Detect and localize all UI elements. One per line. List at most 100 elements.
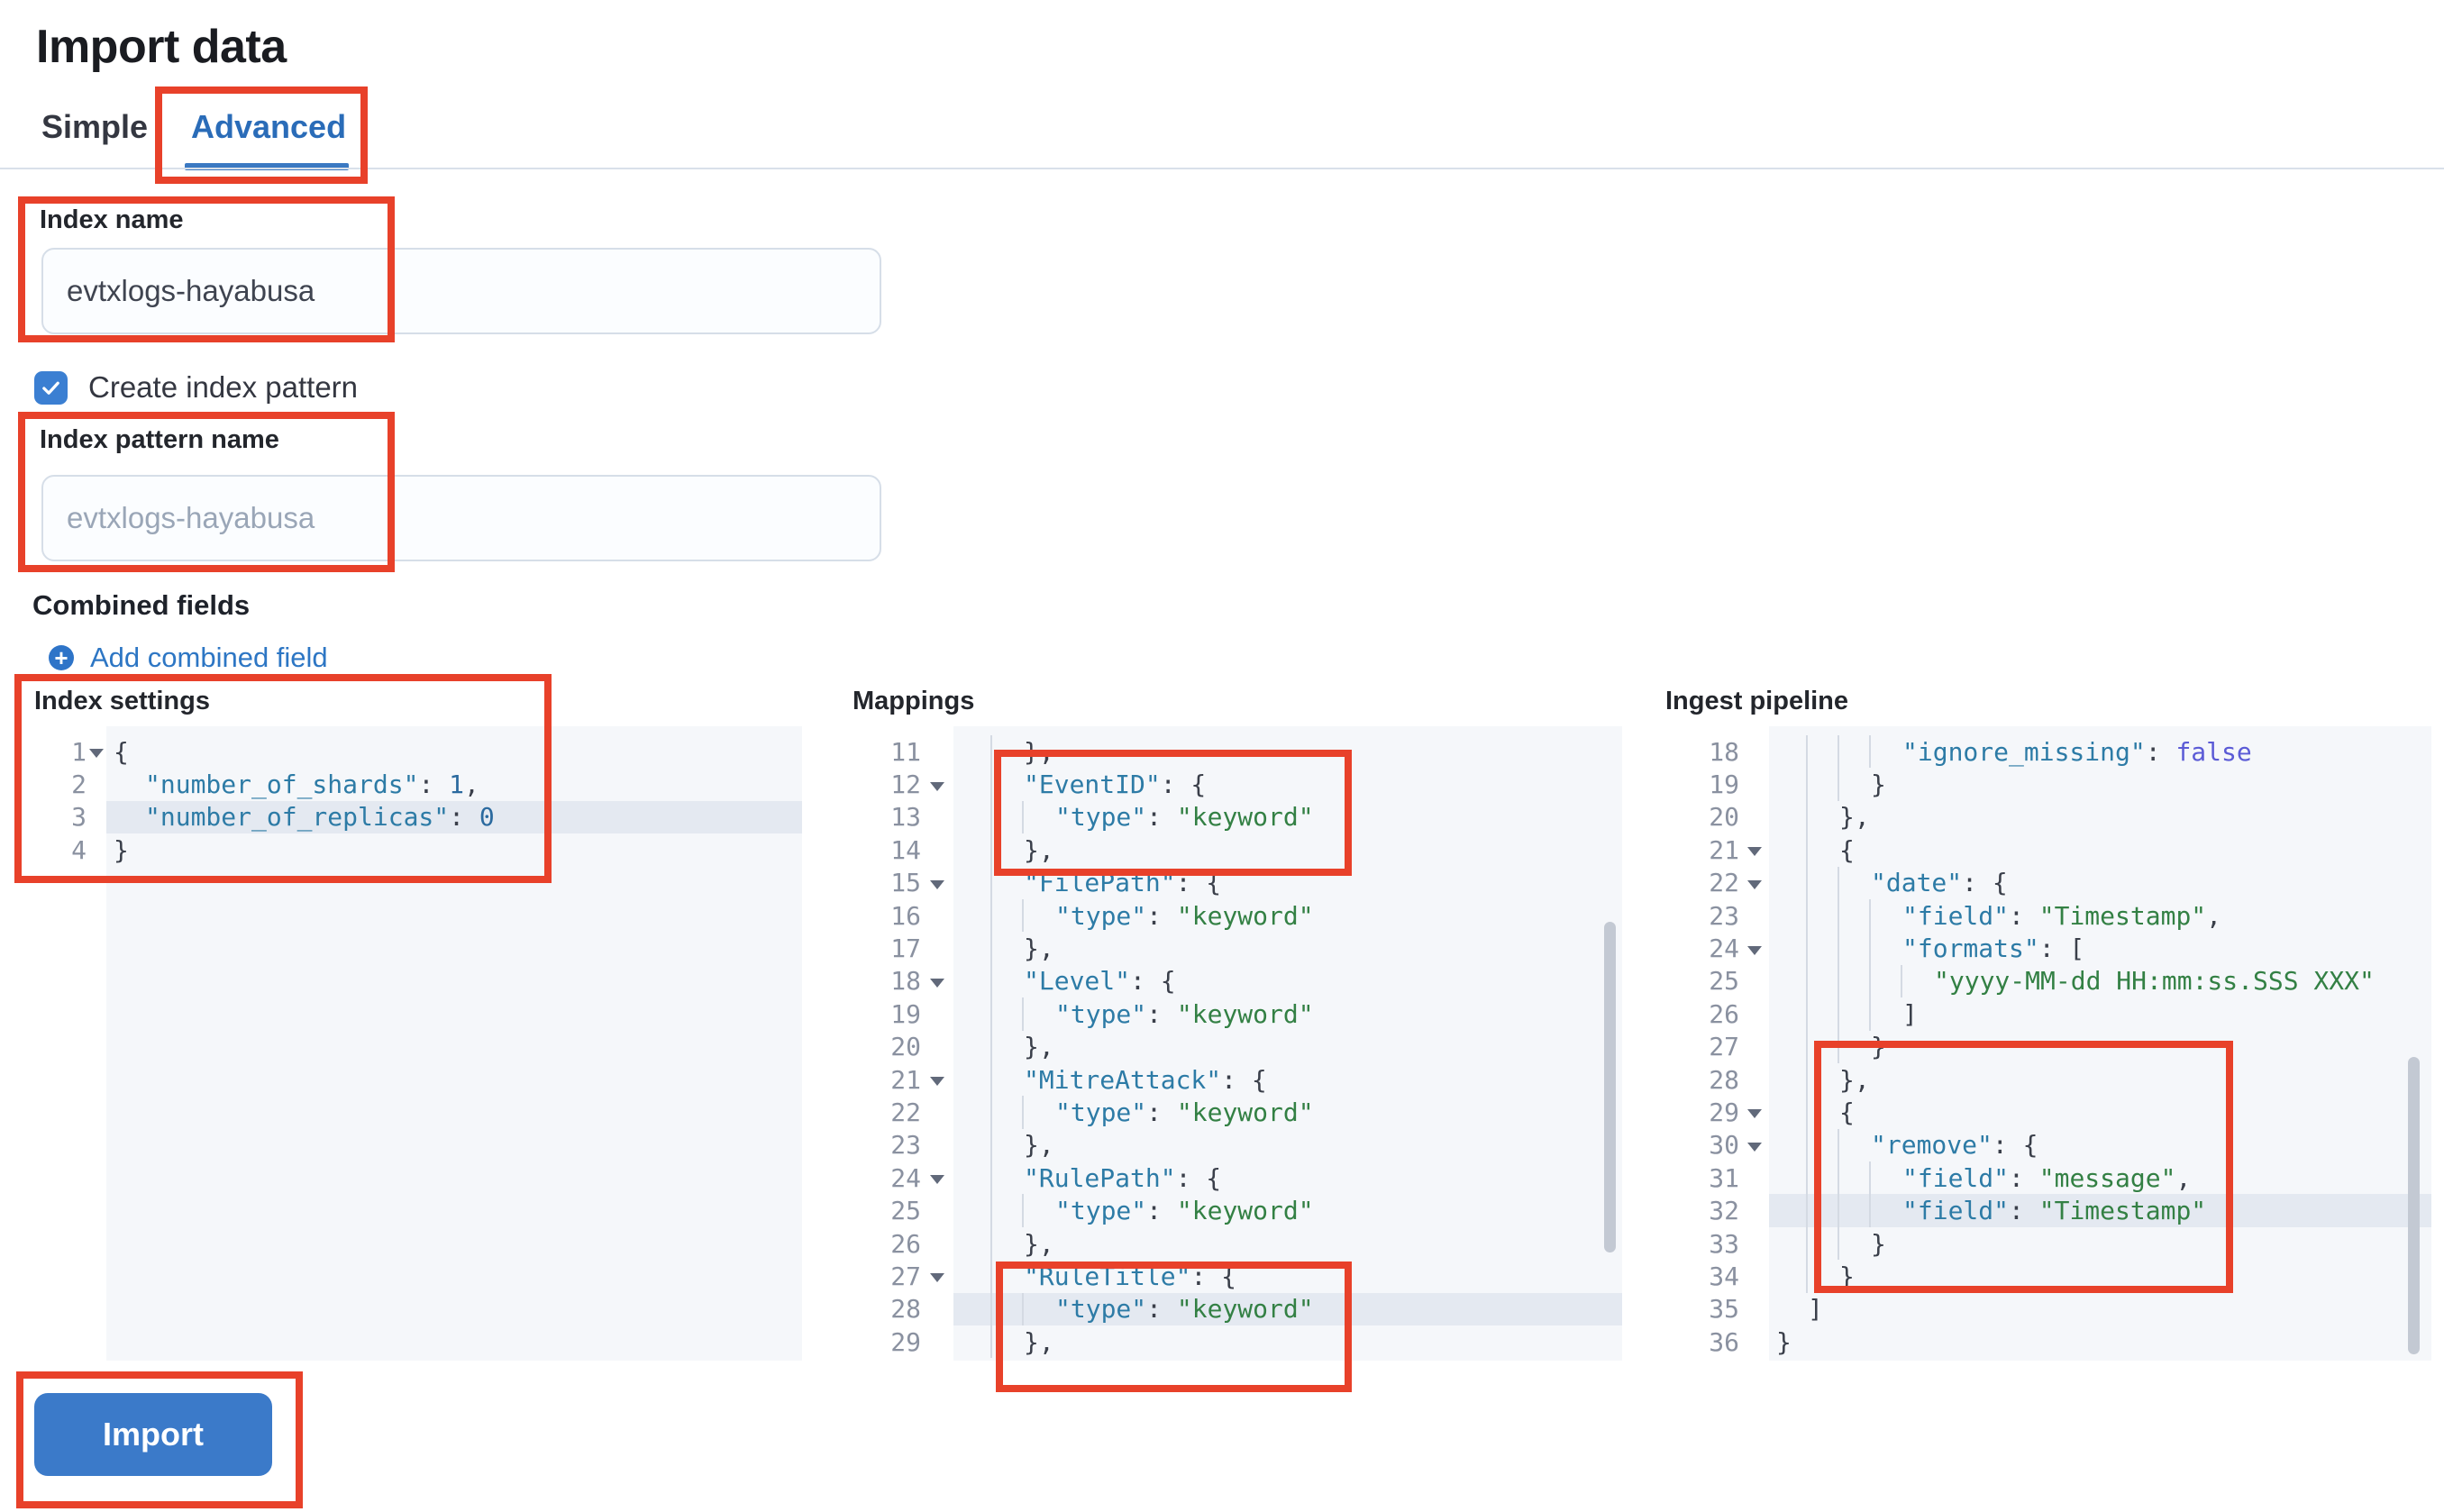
code-line-22[interactable]: 22"type": "keyword" [853,1096,1622,1129]
code-line-17[interactable]: 17}, [853,932,1622,965]
ingest-pipeline-label: Ingest pipeline [1665,687,1849,715]
add-combined-field-link[interactable]: + Add combined field [49,642,328,674]
code-line-2[interactable]: 2"number_of_shards": 1, [36,768,802,801]
fold-toggle-icon[interactable] [1739,943,1769,955]
code-line-26[interactable]: 26}, [853,1226,1622,1261]
index-pattern-name-label: Index pattern name [40,425,279,454]
code-line-29[interactable]: 29{ [1667,1096,2431,1129]
line-number: 11 [890,736,921,767]
code-line-14[interactable]: 14}, [853,833,1622,867]
fold-toggle-icon[interactable] [1739,1139,1769,1152]
tab-advanced[interactable]: Advanced [191,108,347,145]
code-line-20[interactable]: 20}, [1667,800,2431,834]
code-line-28[interactable]: 28}, [1667,1062,2431,1097]
fold-toggle-icon[interactable] [921,877,953,889]
code-text: "type": "keyword" [953,1194,1314,1227]
json-token: "keyword" [1176,802,1314,833]
json-token: : [ [2038,934,2085,964]
mappings-editor[interactable]: 11},12"EventID": {13"type": "keyword"14}… [853,726,1622,1361]
fold-toggle-icon[interactable] [921,975,953,988]
code-line-16[interactable]: 16"type": "keyword" [853,898,1622,933]
indent-guides [961,1128,1020,1162]
code-text: } [1769,768,1886,801]
fold-toggle-icon[interactable] [921,1270,953,1283]
code-line-35[interactable]: 35] [1667,1292,2431,1326]
code-line-27[interactable]: 27"RuleTitle": { [853,1260,1622,1293]
code-line-25[interactable]: 25 "type": "keyword" [853,1194,1622,1227]
code-line-4[interactable]: 4} [36,833,802,866]
code-line-32[interactable]: 32"field": "Timestamp" [1667,1194,2431,1228]
json-token: 0 [479,802,495,833]
indent-guides [1776,1226,1867,1261]
json-token: "field" [1902,900,2010,931]
code-line-29[interactable]: 29}, [853,1325,1622,1359]
code-line-36[interactable]: 36} [1667,1325,2431,1358]
code-line-1[interactable]: 1{ [36,735,802,768]
code-line-19[interactable]: 19} [1667,768,2431,801]
code-line-18[interactable]: 18"Level": { [853,964,1622,998]
fold-toggle-icon[interactable] [921,1171,953,1185]
code-line-22[interactable]: 22"date": { [1667,866,2431,899]
ingest-pipeline-editor-scrollbar[interactable] [2408,1057,2420,1354]
code-line-25[interactable]: 25"yyyy-MM-dd HH:mm:ss.SSS XXX" [1667,964,2431,998]
code-line-24[interactable]: 24"RulePath": { [853,1161,1622,1195]
fold-toggle-icon[interactable] [921,779,953,791]
json-token: }, [1024,834,1054,865]
code-line-3[interactable]: 3"number_of_replicas": 0 [36,800,802,834]
line-number: 28 [1709,1064,1739,1095]
line-number: 25 [1709,966,1739,997]
checkbox-checked-icon[interactable] [34,370,68,405]
fold-toggle-icon[interactable] [1739,843,1769,857]
json-token: , [2175,1162,2192,1193]
code-line-18[interactable]: 18"ignore_missing": false [1667,735,2431,769]
create-index-pattern-checkbox-row[interactable]: Create index pattern [34,369,358,405]
code-line-23[interactable]: 23"field": "Timestamp", [1667,898,2431,933]
fold-toggle-icon[interactable] [87,745,106,759]
code-text: "type": "keyword" [953,997,1314,1031]
mappings-editor-scrollbar[interactable] [1604,922,1616,1252]
code-line-21[interactable]: 21"MitreAttack": { [853,1062,1622,1097]
json-token: : [1146,1196,1177,1226]
code-line-13[interactable]: 13"type": "keyword" [853,800,1622,834]
code-line-34[interactable]: 34} [1667,1260,2431,1293]
fold-toggle-icon[interactable] [1739,1106,1769,1119]
json-token: "Timestamp" [2038,1196,2207,1226]
code-line-12[interactable]: 12"EventID": { [853,768,1622,801]
code-line-33[interactable]: 33} [1667,1226,2431,1261]
code-line-28[interactable]: 28"type": "keyword" [853,1292,1622,1326]
code-text: } [1769,1030,1886,1063]
line-number: 24 [890,1162,921,1193]
code-line-19[interactable]: 19"type": "keyword" [853,997,1622,1031]
line-number: 25 [890,1196,921,1226]
code-line-31[interactable]: 31"field": "message", [1667,1161,2431,1195]
tab-simple[interactable]: Simple [41,108,149,145]
indent-guides [961,1062,1020,1097]
chevron-down-icon [930,978,944,988]
index-settings-editor[interactable]: 1{2"number_of_shards": 1,3"number_of_rep… [36,726,802,1361]
indent-guides [961,768,1020,801]
json-token: : { [1130,966,1176,997]
indent-guides [961,1161,1020,1195]
code-text: "FilePath": { [953,866,1221,899]
line-number: 2 [71,770,87,800]
json-token: }, [1024,1326,1054,1357]
code-text: }, [1769,1062,1870,1097]
code-line-30[interactable]: 30"remove": { [1667,1128,2431,1162]
code-line-23[interactable]: 23}, [853,1128,1622,1162]
fold-toggle-icon[interactable] [1739,877,1769,889]
index-pattern-name-input[interactable] [41,475,881,561]
json-token: : [2009,1162,2039,1193]
indent-guides [961,1325,1020,1359]
import-button[interactable]: Import [34,1393,272,1476]
code-line-21[interactable]: 21{ [1667,833,2431,867]
code-line-11[interactable]: 11}, [853,735,1622,769]
code-line-15[interactable]: 15"FilePath": { [853,866,1622,899]
fold-toggle-icon[interactable] [921,1073,953,1087]
code-line-26[interactable]: 26] [1667,997,2431,1031]
code-line-27[interactable]: 27} [1667,1030,2431,1063]
index-name-input[interactable] [41,248,881,334]
code-line-24[interactable]: 24"formats": [ [1667,932,2431,965]
code-line-20[interactable]: 20}, [853,1030,1622,1063]
json-token: : { [1962,868,2008,898]
